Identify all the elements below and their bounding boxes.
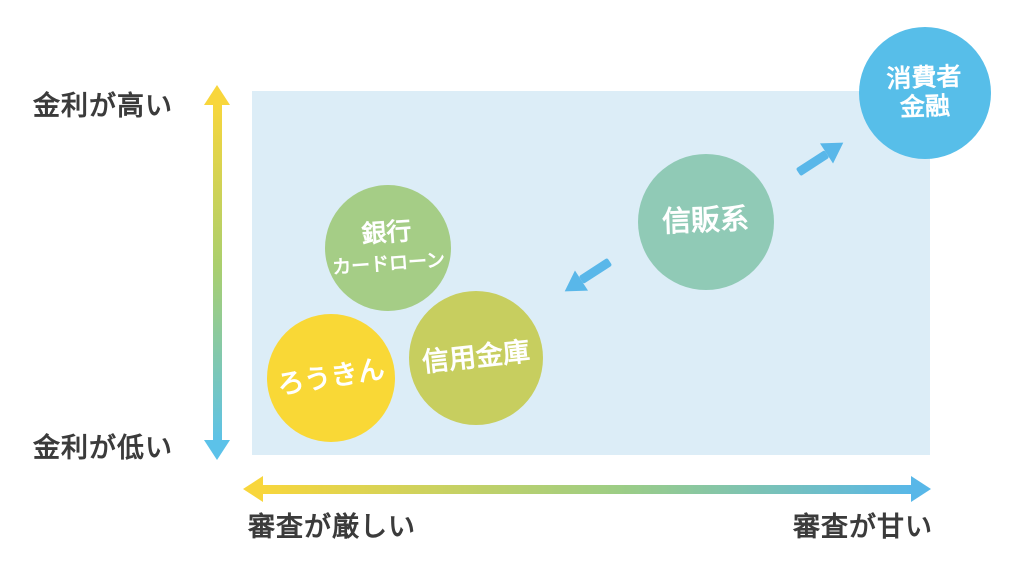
bubble-bank-card-loan: 銀行 カードローン bbox=[325, 185, 451, 311]
bubble-shinpan-kei-label: 信販系 bbox=[661, 203, 751, 239]
y-axis-bottom-label: 金利が低い bbox=[33, 433, 173, 463]
y-axis-down-arrowhead-icon bbox=[204, 440, 230, 460]
x-axis-right-arrowhead-icon bbox=[911, 476, 931, 502]
bubble-rokin-label: ろうきん bbox=[275, 354, 387, 401]
x-axis-left-label: 審査が厳しい bbox=[248, 512, 416, 542]
x-axis-gradient-arrow bbox=[261, 485, 912, 494]
bubble-shinyo-kinko: 信用金庫 bbox=[409, 291, 543, 425]
y-axis-top-label: 金利が高い bbox=[33, 91, 173, 121]
x-axis-left-arrowhead-icon bbox=[243, 476, 263, 502]
bubble-shinpan-kei: 信販系 bbox=[638, 154, 774, 290]
y-axis-up-arrowhead-icon bbox=[204, 85, 230, 105]
bubble-rokin: ろうきん bbox=[267, 314, 395, 442]
bubble-consumer-finance-label: 消費者 金融 bbox=[886, 62, 963, 122]
bubble-consumer-finance: 消費者 金融 bbox=[859, 27, 991, 159]
x-axis-right-label: 審査が甘い bbox=[793, 512, 933, 542]
bubble-shinyo-kinko-label: 信用金庫 bbox=[420, 336, 532, 379]
y-axis-gradient-arrow bbox=[213, 103, 222, 443]
bubble-bank-card-loan-label: 銀行 カードローン bbox=[332, 217, 447, 279]
